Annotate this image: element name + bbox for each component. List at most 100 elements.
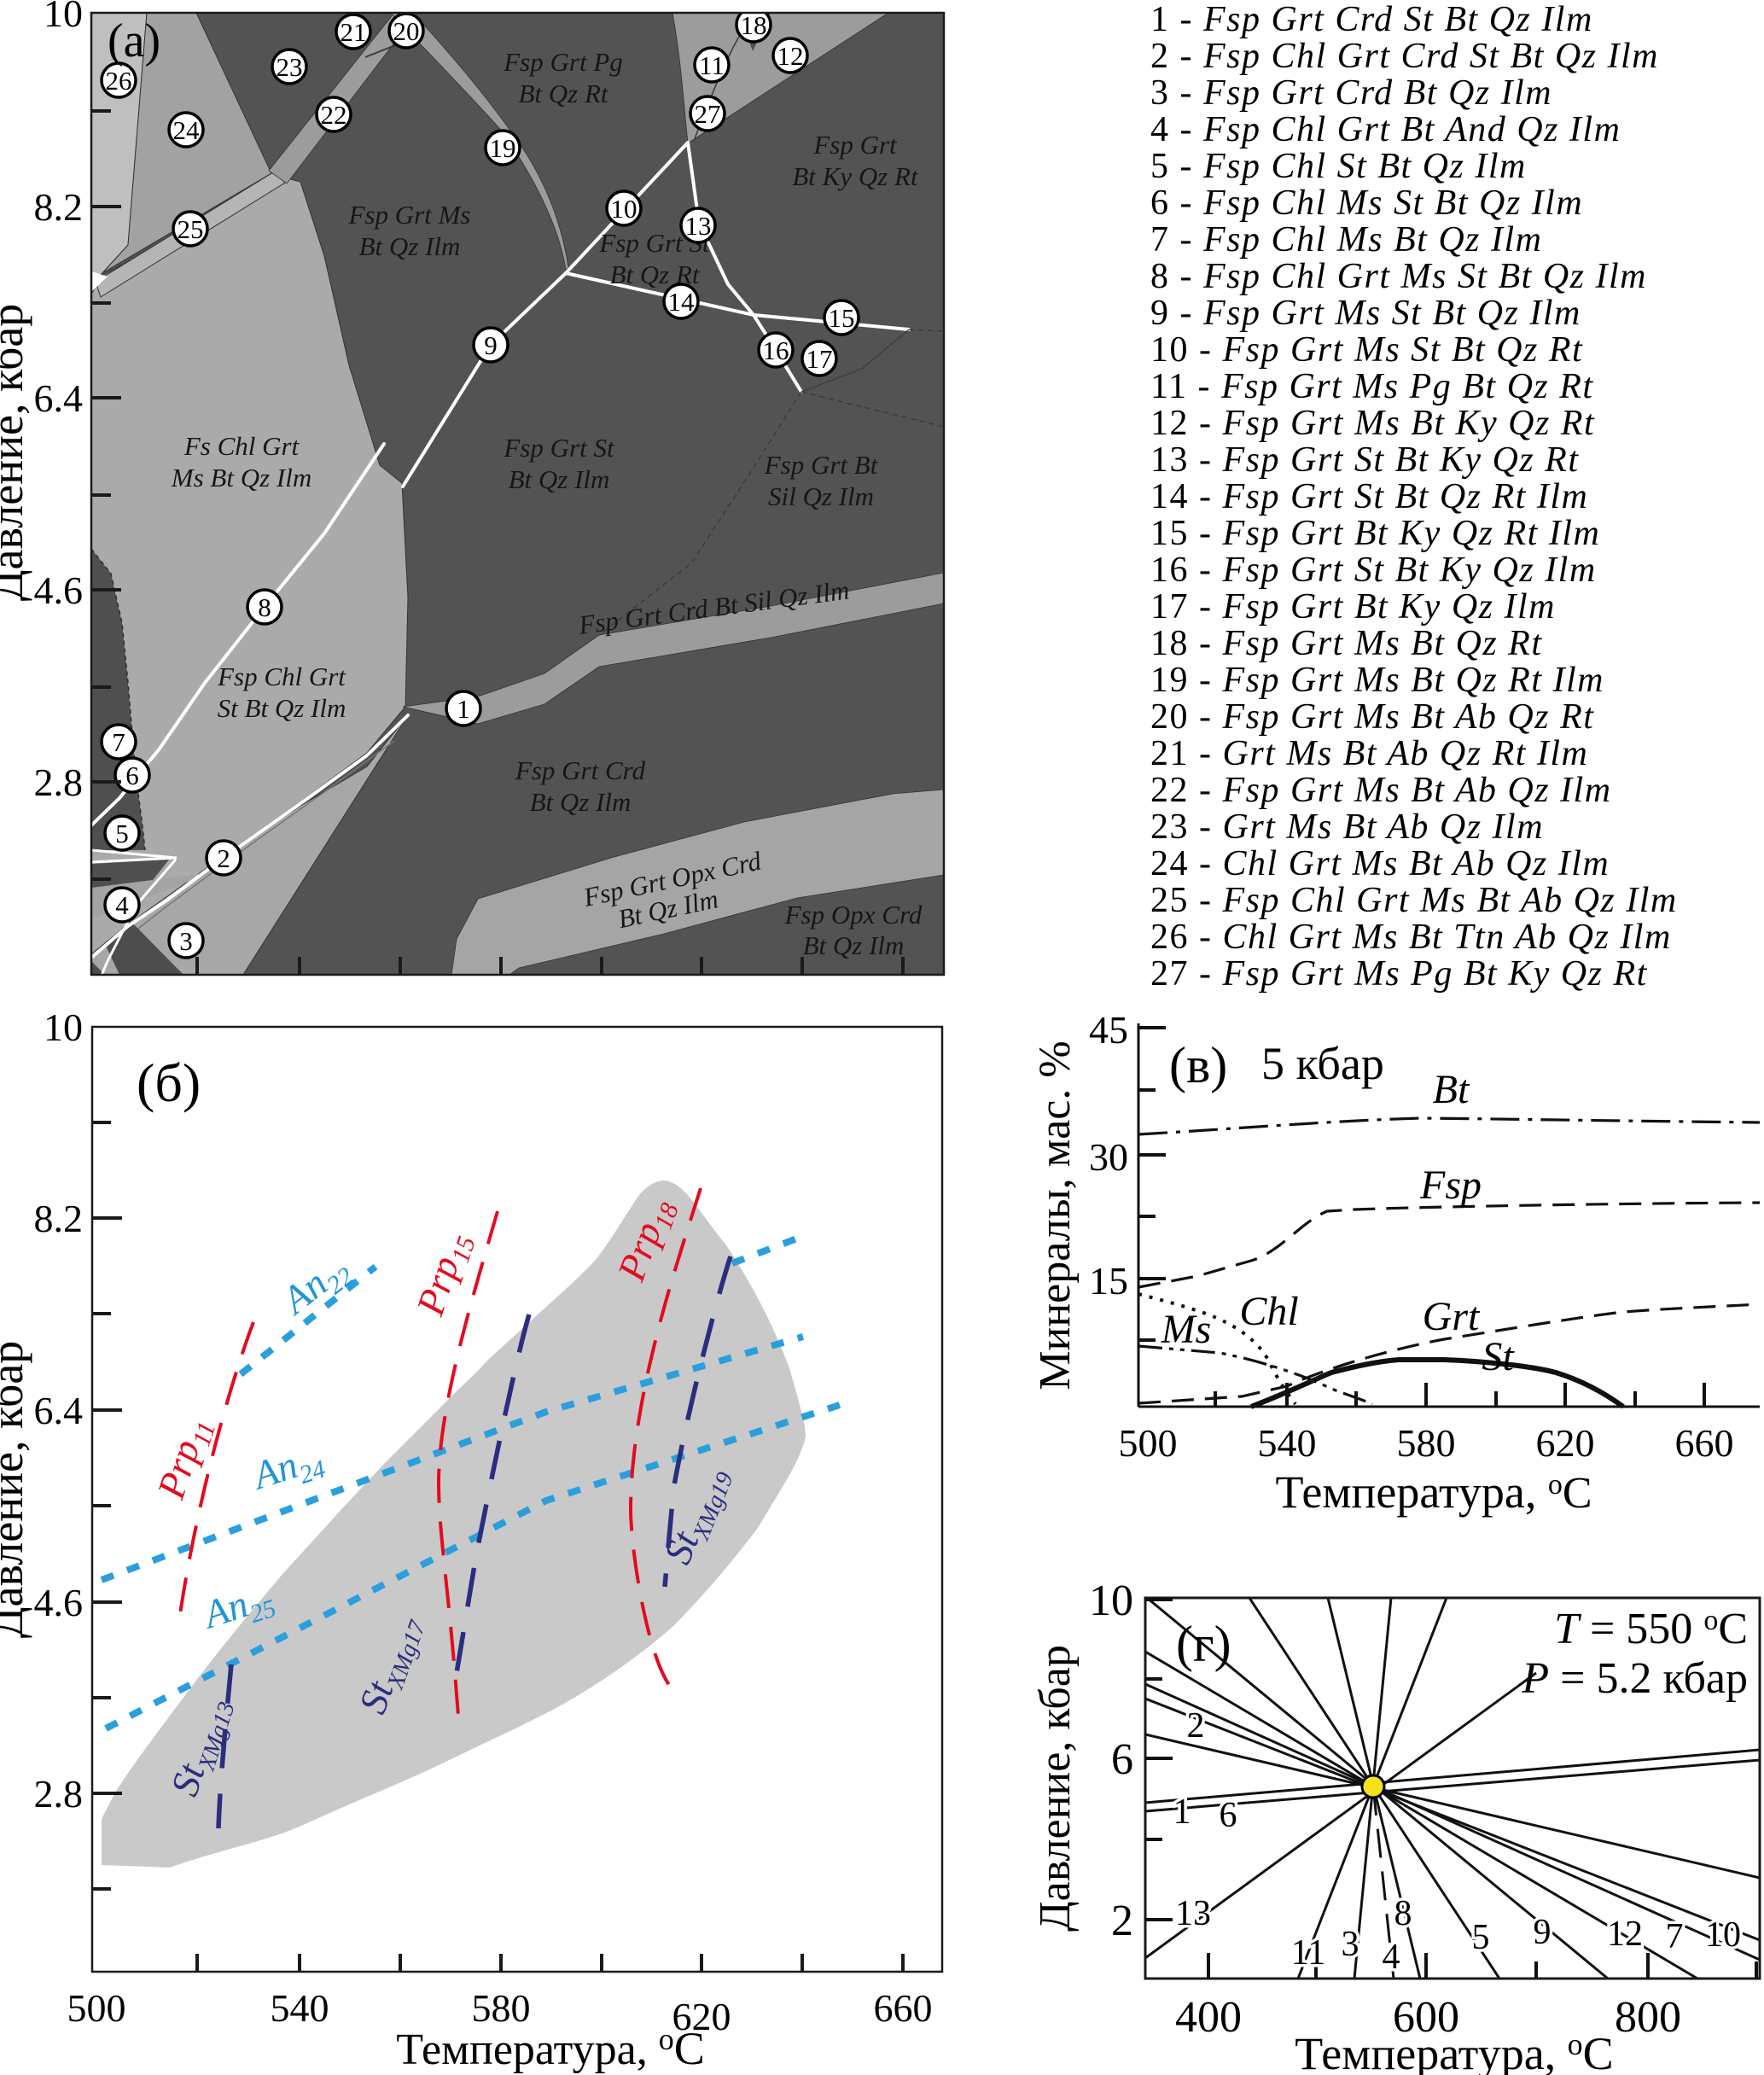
svg-text:5: 5 bbox=[115, 819, 129, 848]
svg-text:6: 6 bbox=[125, 761, 139, 790]
svg-text:Температура, оС: Температура, оС bbox=[396, 2022, 705, 2074]
svg-text:(в): (в) bbox=[1169, 1037, 1227, 1093]
svg-text:6: 6 bbox=[1220, 1796, 1237, 1835]
svg-text:Давление, кбар: Давление, кбар bbox=[1031, 1645, 1080, 1932]
svg-text:(а): (а) bbox=[108, 15, 160, 67]
svg-text:Fsp Grt Crd: Fsp Grt Crd bbox=[515, 755, 646, 785]
svg-text:4 - Fsp Chl Grt Bt And Qz Ilm: 4 - Fsp Chl Grt Bt And Qz Ilm bbox=[1150, 110, 1621, 149]
svg-text:18: 18 bbox=[741, 10, 767, 40]
svg-text:4: 4 bbox=[115, 890, 129, 920]
svg-text:10: 10 bbox=[1089, 1577, 1133, 1625]
svg-text:10: 10 bbox=[611, 194, 637, 224]
svg-text:9: 9 bbox=[484, 330, 498, 360]
svg-text:9 - Fsp Grt Ms St Bt Qz Ilm: 9 - Fsp Grt Ms St Bt Qz Ilm bbox=[1150, 294, 1581, 333]
svg-text:12: 12 bbox=[1607, 1915, 1643, 1954]
svg-text:Bt: Bt bbox=[1433, 1067, 1470, 1112]
svg-text:12 - Fsp Grt Ms Bt Ky Qz Rt: 12 - Fsp Grt Ms Bt Ky Qz Rt bbox=[1150, 404, 1595, 443]
svg-text:St Bt Qz Ilm: St Bt Qz Ilm bbox=[218, 693, 346, 723]
svg-text:11 - Fsp Grt Ms Pg Bt Qz Rt: 11 - Fsp Grt Ms Pg Bt Qz Rt bbox=[1150, 367, 1594, 406]
svg-text:1: 1 bbox=[1173, 1792, 1191, 1832]
svg-text:27 - Fsp Grt Ms Pg Bt Ky Qz Rt: 27 - Fsp Grt Ms Pg Bt Ky Qz Rt bbox=[1150, 954, 1648, 994]
svg-text:4: 4 bbox=[1383, 1938, 1400, 1977]
svg-text:Fsp Grt Ms: Fsp Grt Ms bbox=[348, 200, 471, 230]
svg-text:14 - Fsp Grt St Bt Qz Rt Ilm: 14 - Fsp Grt St Bt Qz Rt Ilm bbox=[1150, 477, 1588, 516]
svg-text:400: 400 bbox=[1175, 1993, 1242, 2042]
svg-text:19 - Fsp Grt Ms Bt Qz Rt Ilm: 19 - Fsp Grt Ms Bt Qz Rt Ilm bbox=[1150, 661, 1604, 700]
svg-text:6.4: 6.4 bbox=[34, 376, 84, 420]
svg-text:10: 10 bbox=[1705, 1915, 1741, 1955]
svg-text:1 - Fsp Grt Crd St Bt Qz Ilm: 1 - Fsp Grt Crd St Bt Qz Ilm bbox=[1150, 0, 1593, 39]
svg-text:5 кбар: 5 кбар bbox=[1261, 1038, 1384, 1089]
svg-text:8: 8 bbox=[1394, 1894, 1412, 1933]
svg-text:Минералы, мас. %: Минералы, мас. % bbox=[1031, 1040, 1080, 1390]
svg-text:10 - Fsp Grt Ms St Bt Qz Rt: 10 - Fsp Grt Ms St Bt Qz Rt bbox=[1150, 330, 1583, 370]
svg-text:26: 26 bbox=[106, 66, 132, 96]
svg-text:17 - Fsp Grt Bt Ky Qz Ilm: 17 - Fsp Grt Bt Ky Qz Ilm bbox=[1150, 587, 1556, 627]
svg-text:30: 30 bbox=[1089, 1135, 1128, 1179]
svg-text:6: 6 bbox=[1111, 1735, 1133, 1784]
svg-text:Температура, оС: Температура, оС bbox=[1275, 1466, 1592, 1518]
svg-text:Давление, кбар: Давление, кбар bbox=[0, 1341, 32, 1639]
svg-text:Fsp Chl Grt: Fsp Chl Grt bbox=[217, 662, 346, 691]
svg-text:St: St bbox=[1482, 1334, 1515, 1379]
svg-text:1: 1 bbox=[457, 694, 470, 724]
svg-text:2: 2 bbox=[1187, 1706, 1205, 1746]
svg-text:8: 8 bbox=[258, 592, 271, 622]
svg-text:45: 45 bbox=[1089, 1008, 1128, 1052]
svg-text:5: 5 bbox=[1472, 1918, 1490, 1957]
svg-text:11: 11 bbox=[699, 50, 725, 80]
svg-text:9: 9 bbox=[1534, 1913, 1552, 1952]
svg-text:14: 14 bbox=[668, 287, 696, 317]
svg-text:5 - Fsp Chl St Bt Qz Ilm: 5 - Fsp Chl St Bt Qz Ilm bbox=[1150, 147, 1527, 186]
svg-text:7: 7 bbox=[112, 727, 125, 757]
svg-text:Bt Qz Ilm: Bt Qz Ilm bbox=[359, 231, 461, 261]
svg-text:25 - Fsp Chl Grt Ms Bt Ab Qz I: 25 - Fsp Chl Grt Ms Bt Ab Qz Ilm bbox=[1150, 881, 1678, 920]
svg-text:Grt: Grt bbox=[1423, 1294, 1481, 1339]
svg-text:Fsp Grt Bt: Fsp Grt Bt bbox=[764, 450, 879, 480]
svg-text:21: 21 bbox=[341, 17, 367, 47]
svg-text:Bt Qz Rt: Bt Qz Rt bbox=[518, 79, 608, 108]
svg-text:8 - Fsp Chl Grt Ms St Bt Qz Il: 8 - Fsp Chl Grt Ms St Bt Qz Ilm bbox=[1150, 257, 1647, 296]
svg-text:Ms Bt Qz Ilm: Ms Bt Qz Ilm bbox=[171, 463, 311, 493]
svg-text:Ms: Ms bbox=[1161, 1307, 1212, 1352]
svg-text:Bt Qz Ilm: Bt Qz Ilm bbox=[803, 930, 905, 960]
svg-text:15: 15 bbox=[1089, 1259, 1128, 1303]
svg-text:4.6: 4.6 bbox=[34, 568, 84, 612]
svg-text:2.8: 2.8 bbox=[34, 1772, 84, 1816]
svg-text:2: 2 bbox=[217, 843, 230, 873]
svg-text:2: 2 bbox=[1111, 1897, 1133, 1945]
svg-text:7: 7 bbox=[1666, 1917, 1684, 1956]
svg-text:3: 3 bbox=[179, 926, 193, 956]
svg-text:21 - Grt Ms Bt Ab Qz Rt Ilm: 21 - Grt Ms Bt Ab Qz Rt Ilm bbox=[1150, 734, 1588, 773]
svg-text:Sil Qz Ilm: Sil Qz Ilm bbox=[768, 481, 874, 511]
svg-text:11: 11 bbox=[1291, 1933, 1325, 1973]
svg-text:660: 660 bbox=[874, 1986, 933, 2030]
svg-text:(г): (г) bbox=[1176, 1616, 1231, 1672]
svg-text:24 - Chl Grt Ms Bt Ab Qz Ilm: 24 - Chl Grt Ms Bt Ab Qz Ilm bbox=[1150, 844, 1610, 883]
svg-text:(б): (б) bbox=[137, 1052, 201, 1113]
svg-text:23: 23 bbox=[277, 52, 303, 82]
svg-text:16 - Fsp Grt St Bt Ky Qz Ilm: 16 - Fsp Grt St Bt Ky Qz Ilm bbox=[1150, 551, 1597, 590]
svg-text:2.8: 2.8 bbox=[34, 761, 84, 804]
svg-text:600: 600 bbox=[1393, 1993, 1459, 2042]
svg-text:Fsp Opx Crd: Fsp Opx Crd bbox=[784, 900, 923, 930]
svg-text:18 - Fsp Grt Ms Bt Qz Rt: 18 - Fsp Grt Ms Bt Qz Rt bbox=[1150, 624, 1543, 663]
svg-text:15: 15 bbox=[829, 303, 855, 333]
svg-text:500: 500 bbox=[67, 1986, 126, 2030]
svg-text:16: 16 bbox=[763, 335, 789, 365]
svg-text:T = 550 оС: T = 550 оС bbox=[1554, 1605, 1748, 1653]
svg-text:Bt Qz Ilm: Bt Qz Ilm bbox=[509, 464, 610, 494]
svg-text:500: 500 bbox=[1119, 1421, 1178, 1465]
svg-text:Fsp Grt: Fsp Grt bbox=[812, 130, 898, 160]
svg-text:Fsp: Fsp bbox=[1419, 1163, 1482, 1208]
svg-text:Fsp Grt Pg: Fsp Grt Pg bbox=[503, 47, 623, 77]
svg-text:13: 13 bbox=[685, 211, 712, 241]
svg-text:24: 24 bbox=[173, 115, 201, 145]
svg-text:19: 19 bbox=[490, 133, 516, 163]
svg-text:13: 13 bbox=[1175, 1894, 1211, 1933]
svg-text:Давление, кбар: Давление, кбар bbox=[0, 304, 32, 602]
svg-text:10: 10 bbox=[44, 1005, 83, 1049]
svg-text:620: 620 bbox=[1536, 1421, 1595, 1465]
svg-text:22: 22 bbox=[321, 100, 347, 130]
svg-text:20 - Fsp Grt Ms Bt Ab Qz Rt: 20 - Fsp Grt Ms Bt Ab Qz Rt bbox=[1150, 697, 1594, 737]
